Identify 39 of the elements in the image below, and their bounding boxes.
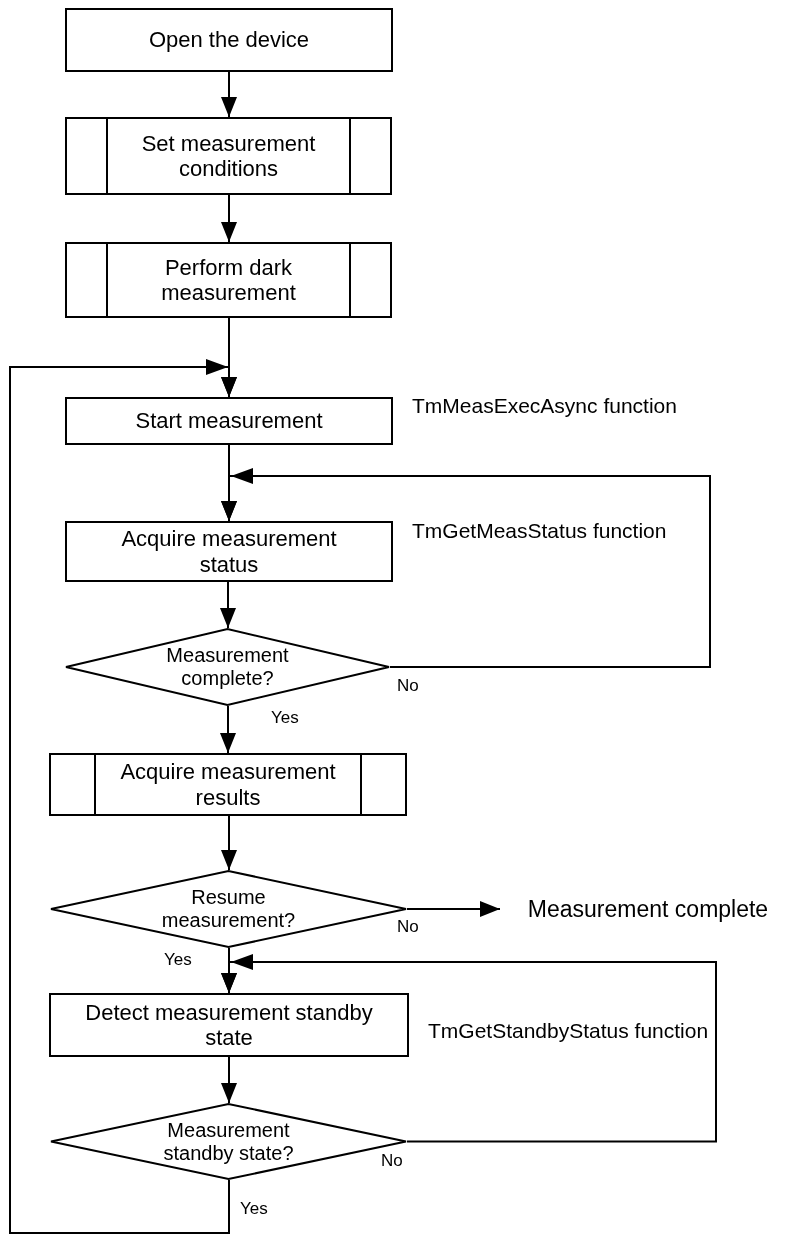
node-text: Set measurement conditions: [140, 130, 317, 182]
process-box: [65, 8, 393, 72]
node-text: Measurement complete: [527, 895, 769, 923]
node-text: Resume measurement?: [160, 886, 297, 932]
node-text: Start measurement: [135, 408, 323, 434]
subprocess-box: [49, 753, 407, 816]
arrow: [221, 954, 717, 1143]
node-text: Perform dark measurement: [160, 254, 297, 306]
subprocess-box: [65, 242, 392, 318]
arrow: [9, 359, 237, 1234]
arrow: [221, 468, 711, 668]
node-text: Measurement standby state?: [162, 1118, 295, 1165]
arrow: [221, 71, 237, 118]
process-box: [49, 993, 409, 1057]
function-note: TmGetMeasStatus function: [412, 519, 667, 543]
arrow: [221, 1056, 237, 1104]
function-note: TmGetStandbyStatus function: [428, 1019, 709, 1043]
decision-diamond: [50, 1103, 407, 1180]
edge-label: Yes: [271, 709, 299, 726]
process-box: [65, 521, 393, 582]
edge-label: No: [381, 1152, 403, 1169]
edge-label: Yes: [164, 951, 192, 968]
node-text: Measurement complete?: [165, 644, 290, 690]
node-text: Open the device: [148, 27, 310, 53]
arrow: [220, 581, 236, 629]
node-text: Acquire measurement status: [120, 526, 338, 577]
arrow: [221, 194, 237, 243]
edge-label: No: [397, 918, 419, 935]
subprocess-box: [65, 117, 392, 195]
arrow: [220, 705, 236, 754]
decision-diamond: [65, 628, 390, 706]
arrow: [406, 901, 501, 917]
node-text: Acquire measurement results: [119, 759, 337, 810]
node-text: Detect measurement standby state: [84, 999, 374, 1051]
process-box: [65, 397, 393, 445]
function-note: TmMeasExecAsync function: [412, 394, 677, 418]
edge-label: No: [397, 677, 419, 694]
arrow: [221, 815, 237, 871]
edge-label: Yes: [240, 1200, 268, 1217]
